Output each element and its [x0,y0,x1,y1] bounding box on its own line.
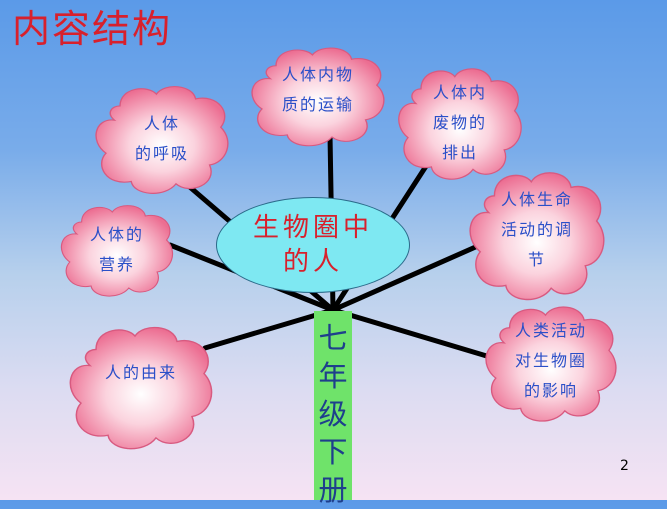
cloud-label-line: 人体的 [89,225,144,244]
hub-line-1: 生物圈中 [252,213,373,243]
cloud-label-line: 人体 [143,114,180,133]
stem-char: 级 [318,397,348,431]
cloud-label-line: 废物的 [432,113,487,132]
cloud-label-line: 对生物圈 [514,351,587,370]
cloud-label-line: 营养 [98,255,135,274]
cloud-shape-icon [485,306,617,422]
cloud-label-line: 人体内物 [281,65,354,84]
stem-char: 册 [318,473,348,507]
cloud-shape-icon [469,172,605,301]
cloud-label-line: 排出 [441,143,478,162]
cloud-label-line: 的影响 [523,381,578,400]
cloud-label-line: 的呼吸 [134,144,189,163]
cloud-nutrition[interactable]: 人体的营养 [58,200,176,300]
cloud-label-line: 人类活动 [514,321,587,340]
cloud-respiration[interactable]: 人体的呼吸 [92,80,232,198]
stem-char: 下 [318,435,348,469]
cloud-shape-icon [60,205,174,297]
cloud-label-line: 人体生命 [500,190,573,209]
cloud-shape-icon [398,68,522,180]
cloud-label-line: 活动的调 [500,220,573,239]
cloud-human-impact[interactable]: 人类活动对生物圈的影响 [482,300,620,426]
page-number: 2 [620,458,629,474]
cloud-shape-icon [69,326,213,450]
cloud-label-line: 节 [527,250,546,269]
stem-char: 年 [318,359,348,393]
grade-stem-bar: 七 年 级 下 册 [314,311,352,507]
cloud-regulation[interactable]: 人体生命活动的调节 [466,165,608,305]
stem-char: 七 [318,321,348,355]
cloud-label-line: 人体内 [432,83,487,102]
cloud-label-line: 人的由来 [104,363,177,382]
cloud-shape-icon [95,86,229,194]
cloud-origin[interactable]: 人的由来 [66,320,216,454]
hub-line-2: 的人 [282,247,343,277]
cloud-transport[interactable]: 人体内物质的运输 [248,42,388,150]
cloud-shape-icon [251,47,385,147]
slide-title: 内容结构 [12,7,173,51]
cloud-label-line: 质的运输 [281,95,354,114]
central-topic-ellipse[interactable]: 生物圈中 的人 [216,197,410,293]
cloud-excretion[interactable]: 人体内废物的排出 [395,62,525,184]
